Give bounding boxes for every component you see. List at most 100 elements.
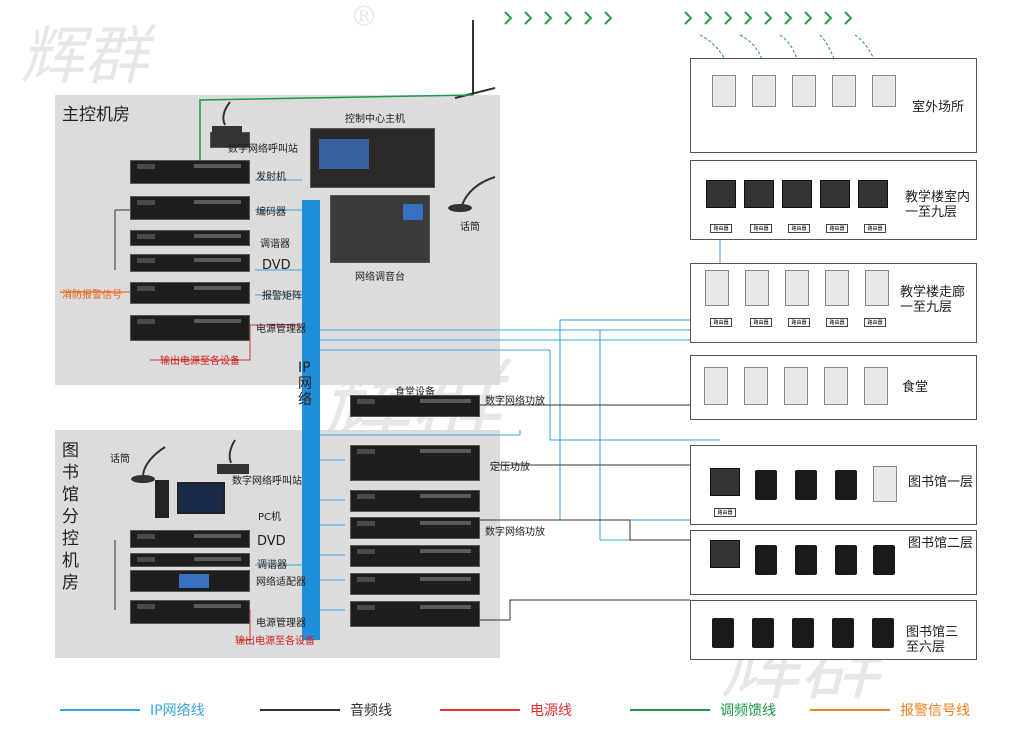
library-2-black-speaker: [835, 545, 857, 575]
canteen-amp-label: 数字网络功放: [485, 396, 545, 407]
router-box: 路由器: [710, 318, 732, 327]
library-1-black-speaker: [755, 470, 777, 500]
router-box: 路由器: [826, 318, 848, 327]
indoor-speaker: [858, 180, 888, 208]
router-box: 路由器: [788, 318, 810, 327]
control-host-label: 控制中心主机: [345, 114, 405, 125]
router-box: 路由器: [714, 508, 736, 517]
const-amp-label: 定压功放: [490, 462, 530, 473]
transmitter-unit: [130, 160, 250, 184]
router-box: 路由器: [710, 224, 732, 233]
canteen-speaker: [704, 367, 728, 405]
mic-label: 话筒: [460, 222, 480, 233]
encoder-label: 编码器: [256, 207, 286, 218]
outdoor-speaker: [752, 75, 776, 107]
zone-outdoor-label: 室外场所: [912, 100, 965, 115]
library-2-black-speaker: [873, 545, 895, 575]
library-1-black-speaker: [835, 470, 857, 500]
canteen-speaker: [784, 367, 808, 405]
pc-icon: [155, 480, 225, 522]
library-1-black-speaker: [795, 470, 817, 500]
library-3-6-black-speaker: [792, 618, 814, 648]
library-amp-4: [350, 573, 480, 595]
library-mic-icon: [131, 446, 166, 483]
library-2-speaker: [710, 540, 740, 568]
tuner-label: 调谐器: [260, 239, 290, 250]
outdoor-speaker: [872, 75, 896, 107]
zone-library-1-label: 图书馆一层: [908, 475, 974, 490]
mic-icon: [448, 176, 496, 212]
brand-watermark-top: 辉群: [20, 20, 148, 94]
tuner-unit: [130, 230, 250, 246]
control-host-unit: [310, 128, 435, 188]
zone-library-3-6-label: 图书馆三 至六层: [906, 625, 959, 655]
library-3-6-black-speaker: [752, 618, 774, 648]
outdoor-speaker: [712, 75, 736, 107]
library-3-6-black-speaker: [872, 618, 894, 648]
outdoor-speaker: [792, 75, 816, 107]
alarm-matrix-unit: [130, 282, 250, 304]
ip-network-bar: [302, 200, 320, 640]
corridor-speaker: [785, 270, 809, 306]
library-1-speaker: [710, 468, 740, 496]
power-out-label: 输出电源至各设备: [160, 356, 240, 367]
antenna-arm: [454, 87, 496, 99]
mixer-label: 网络调音台: [355, 272, 405, 283]
zone-teaching-corridor-label: 教学楼走廊 一至九层: [900, 285, 966, 315]
library-call-station-icon: [217, 439, 249, 474]
library-amp-5: [350, 601, 480, 627]
router-box: 路由器: [750, 318, 772, 327]
net-adapter-unit: [130, 570, 250, 592]
dvd-label: DVD: [262, 258, 291, 273]
transmitter-label: 发射机: [256, 172, 286, 183]
dvd-unit: [130, 254, 250, 272]
fm-feed-line: [199, 94, 474, 170]
canteen-speaker: [824, 367, 848, 405]
library-tuner-unit: [130, 553, 250, 567]
alarm-matrix-label: 报警矩阵: [262, 291, 302, 302]
zone-teaching-indoor-label: 教学楼室内 一至九层: [905, 190, 971, 220]
library-power-manager-label: 电源管理器: [256, 618, 306, 629]
power-manager-unit: [130, 315, 250, 341]
library-power-manager-unit: [130, 600, 250, 624]
main-room-title: 主控机房: [62, 105, 130, 125]
main-call-station-icon: [212, 101, 242, 136]
library-power-out-label: 输出电源至各设备: [235, 636, 315, 647]
router-box: 路由器: [750, 224, 772, 233]
library-tuner-label: 调谐器: [257, 560, 287, 571]
corridor-speaker: [705, 270, 729, 306]
outdoor-speaker: [832, 75, 856, 107]
zone-canteen-label: 食堂: [902, 380, 929, 395]
library-digital-amp-label: 数字网络功放: [485, 527, 545, 538]
library-3-6-black-speaker: [832, 618, 854, 648]
encoder-unit: [130, 196, 250, 220]
library-dvd-unit: [130, 530, 250, 548]
wireless-waves: [504, 11, 853, 25]
network-mixer-unit: [330, 195, 430, 263]
corridor-speaker: [745, 270, 769, 306]
router-box: 路由器: [788, 224, 810, 233]
brand-registered-mark: ®: [350, 0, 378, 33]
canteen-speaker: [744, 367, 768, 405]
library-2-black-speaker: [795, 545, 817, 575]
indoor-speaker: [820, 180, 850, 208]
canteen-amp-unit: [350, 395, 480, 417]
indoor-speaker: [744, 180, 774, 208]
library-call-station-label: 数字网络呼叫站: [232, 476, 302, 487]
corridor-speaker: [825, 270, 849, 306]
indoor-speaker: [706, 180, 736, 208]
library-dvd-label: DVD: [257, 534, 286, 549]
fire-signal-label: 消防报警信号: [62, 290, 122, 301]
pc-label: PC机: [258, 512, 282, 523]
net-adapter-label: 网络适配器: [256, 577, 306, 588]
router-box: 路由器: [826, 224, 848, 233]
library-mic-label: 话筒: [110, 454, 130, 465]
library-room-title: 图书馆分控机房: [62, 441, 79, 593]
router-box: 路由器: [864, 318, 886, 327]
corridor-speaker: [865, 270, 889, 306]
power-manager-label: 电源管理器: [256, 324, 306, 335]
library-3-6-black-speaker: [712, 618, 734, 648]
library-amp-1: [350, 490, 480, 512]
zone-library-2-label: 图书馆二层: [908, 536, 974, 551]
